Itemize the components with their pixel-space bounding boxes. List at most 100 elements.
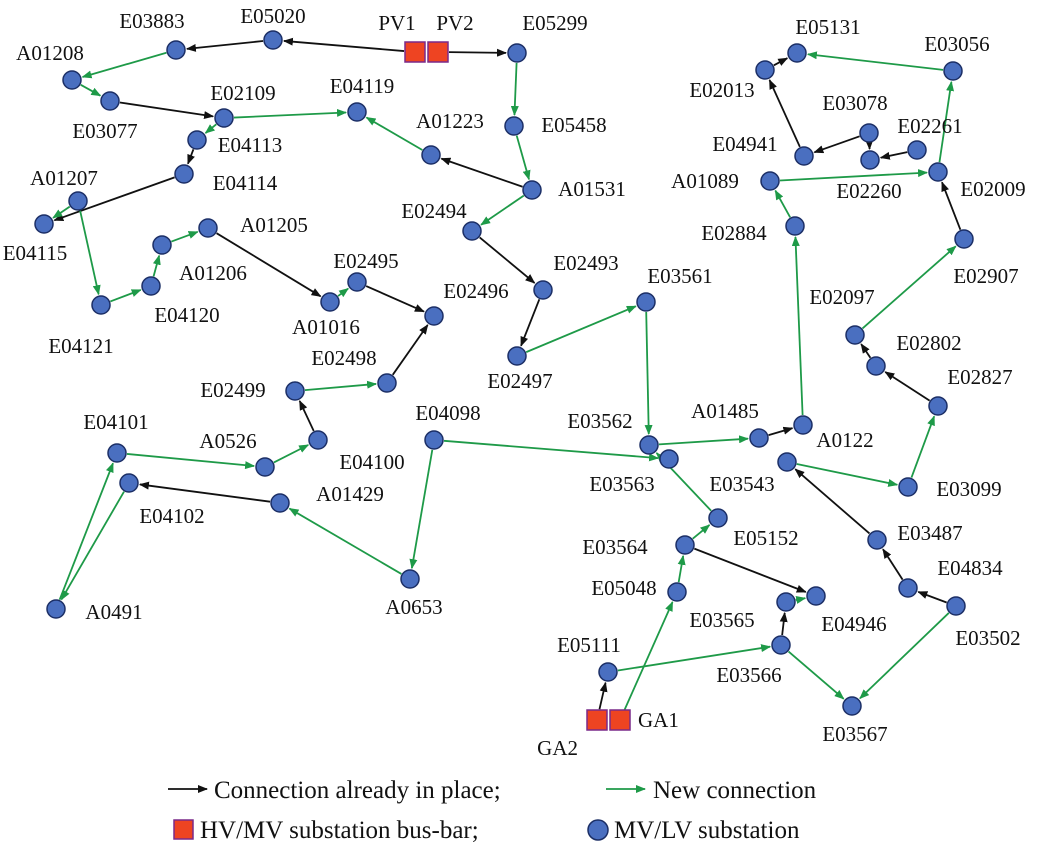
node-E02260 — [860, 150, 880, 170]
label-E03563: E03563 — [589, 472, 654, 496]
node-A01206 — [152, 235, 172, 255]
label-E03567: E03567 — [822, 722, 887, 746]
edge-E05299-to-E05458 — [510, 62, 519, 117]
label-E05458: E05458 — [541, 113, 606, 137]
node-E04115 — [34, 214, 54, 234]
node-E03566 — [771, 635, 791, 655]
edge-E02109-to-E04113 — [204, 123, 217, 134]
edge-E04101-to-A0526 — [126, 453, 256, 470]
label-E03562: E03562 — [567, 409, 632, 433]
node-E04113 — [187, 130, 207, 150]
label-E04120: E04120 — [154, 303, 219, 327]
edge-A01485-to-A0122 — [768, 426, 794, 437]
label-E02802: E02802 — [896, 331, 961, 355]
label-E05299: E05299 — [522, 11, 587, 35]
node-E04101 — [107, 443, 127, 463]
label-PV2: PV2 — [436, 11, 473, 35]
legend-node-item: MV/LV substation — [587, 817, 800, 844]
label-E04941: E04941 — [712, 132, 777, 156]
legend-new-item: New connection — [606, 777, 817, 804]
node-A0122 — [793, 415, 813, 435]
label-E05111: E05111 — [557, 633, 621, 657]
edge-E02261-to-E02260 — [879, 151, 908, 160]
edge-A0122-to-E02884 — [791, 235, 804, 416]
edge-A01089-to-E02009 — [779, 169, 929, 182]
edge-E03883-to-A01208 — [81, 51, 167, 79]
label-E03487: E03487 — [897, 521, 962, 545]
label-A0491: A0491 — [85, 600, 142, 624]
label-E02109: E02109 — [210, 81, 275, 105]
edge-PV2-to-E05299 — [448, 48, 508, 57]
node-E02496 — [424, 306, 444, 326]
edge-E02493-to-E02497 — [520, 298, 541, 347]
node-E02009 — [928, 162, 948, 182]
label-E04102: E04102 — [139, 504, 204, 528]
edge-GA1-to-E05048 — [623, 601, 674, 711]
node-A01223 — [421, 145, 441, 165]
node-E02498 — [377, 373, 397, 393]
edge-A01016-to-E02495 — [337, 287, 349, 298]
label-E02097: E02097 — [809, 285, 874, 309]
edge-E03562-to-A01485 — [658, 435, 750, 446]
edge-E03078-to-E04941 — [813, 135, 860, 154]
edge-A0526-to-E04100 — [273, 444, 310, 464]
label-A01207: A01207 — [30, 166, 98, 190]
label-E05048: E05048 — [591, 576, 656, 600]
node-E03099 — [898, 477, 918, 497]
node-E04114 — [174, 164, 194, 184]
legend-substation-label: HV/MV substation bus-bar; — [200, 817, 479, 844]
edge-A01205-to-A01016 — [216, 232, 322, 298]
edge-E02497-to-E03561 — [525, 305, 637, 353]
edge-E02013-to-E05131 — [773, 57, 789, 67]
label-E02494: E02494 — [401, 199, 467, 223]
node-E03565 — [776, 592, 796, 612]
edge-E03502-to-E04834 — [917, 591, 947, 604]
node-E04120 — [141, 276, 161, 296]
label-E04114: E04114 — [213, 171, 278, 195]
edge-E02498-to-E02496 — [392, 324, 429, 376]
edge-E02499-to-E02498 — [304, 380, 378, 392]
node-A01429 — [270, 493, 290, 513]
label-E02498: E02498 — [311, 346, 376, 370]
label-PV1: PV1 — [378, 11, 415, 35]
label-E02907: E02907 — [953, 264, 1018, 288]
node-E03883 — [166, 40, 186, 60]
label-E04121: E04121 — [48, 334, 113, 358]
node-E03502 — [946, 596, 966, 616]
label-E03543: E03543 — [709, 472, 774, 496]
edge-A01207-to-E04115 — [52, 205, 71, 219]
edge-E02802-to-E02097 — [860, 343, 872, 359]
edge-E02109-to-E04119 — [233, 108, 348, 119]
edge-E03566-to-E03567 — [787, 650, 845, 700]
node-E02013 — [755, 60, 775, 80]
legend-node-label: MV/LV substation — [614, 817, 800, 844]
label-E02260: E02260 — [836, 179, 901, 203]
node-E02493 — [533, 280, 553, 300]
substation-PV1 — [404, 41, 426, 63]
node-A01531 — [522, 180, 542, 200]
node-E04098 — [424, 430, 444, 450]
node-E03563 — [659, 449, 679, 469]
label-A01223: A01223 — [416, 109, 484, 133]
substation-GA1 — [609, 709, 631, 731]
label-A01208: A01208 — [16, 41, 84, 65]
label-E03561: E03561 — [647, 264, 712, 288]
node-E02802 — [866, 356, 886, 376]
edge-PV1-to-E05020 — [282, 37, 405, 52]
label-E02496: E02496 — [443, 279, 508, 303]
label-E04098: E04098 — [415, 401, 480, 425]
label-A0122: A0122 — [816, 428, 873, 452]
label-A01089: A01089 — [671, 169, 739, 193]
label-E05131: E05131 — [795, 15, 860, 39]
label-GA2: GA2 — [537, 736, 578, 760]
node-E04121 — [91, 295, 111, 315]
node-E03562 — [639, 435, 659, 455]
node-A01089 — [760, 171, 780, 191]
edge-E02009-to-E03056 — [938, 80, 955, 163]
node-E02907 — [954, 229, 974, 249]
label-A01531: A01531 — [558, 177, 626, 201]
node-E05299 — [507, 43, 527, 63]
mv-lv-substation-icon — [587, 819, 609, 841]
